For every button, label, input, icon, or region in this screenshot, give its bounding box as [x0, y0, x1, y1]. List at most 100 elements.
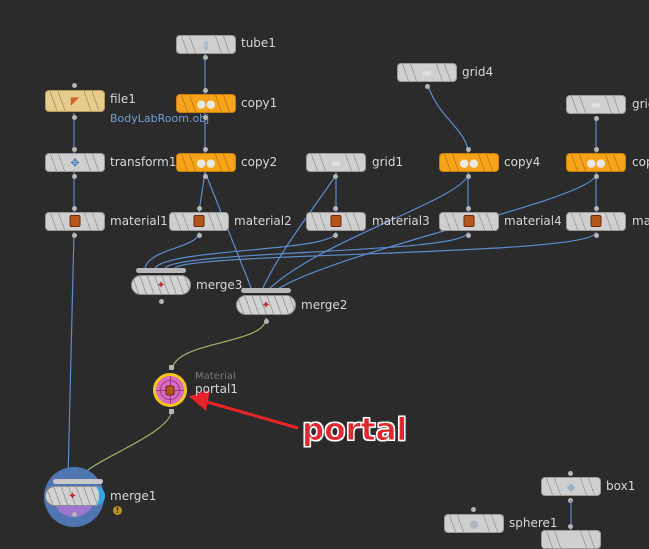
input-connector[interactable]	[471, 507, 476, 512]
copy-icon: ●●	[196, 156, 216, 169]
merge-input-bar[interactable]	[136, 268, 186, 273]
node-portal1[interactable]	[153, 373, 187, 407]
node-sphere1[interactable]: ●	[444, 514, 504, 533]
node-merge1[interactable]: ✦	[45, 486, 105, 506]
node-label: grid1	[372, 155, 404, 169]
node-label: transform1	[110, 155, 177, 169]
output-connector[interactable]	[203, 55, 208, 60]
output-connector[interactable]	[72, 233, 77, 238]
output-connector[interactable]	[72, 115, 77, 120]
node-material1[interactable]	[45, 212, 105, 231]
node-copy5[interactable]: ●●	[566, 153, 626, 172]
wire-material1-merge1	[67, 231, 75, 479]
input-connector[interactable]	[466, 206, 471, 211]
node-label: merge1	[110, 489, 157, 503]
transform-icon: ✥	[70, 156, 80, 169]
wire-grid4-copy4	[427, 85, 469, 155]
merge-input-bar[interactable]	[241, 288, 291, 293]
node-label: material4	[504, 214, 562, 228]
node-grid5[interactable]: ▬	[566, 95, 626, 114]
input-connector[interactable]	[203, 147, 208, 152]
node-grid4[interactable]: ▬	[397, 63, 457, 82]
output-connector[interactable]	[169, 409, 174, 414]
node-label: material2	[234, 214, 292, 228]
node-merge3[interactable]: ✦	[131, 275, 191, 295]
annotation-arrowhead	[188, 389, 210, 411]
node-material4[interactable]	[439, 212, 499, 231]
merge-icon: ✦	[261, 298, 271, 312]
network-wires	[67, 53, 597, 479]
box-icon: ◆	[566, 480, 576, 493]
node-label: cop	[632, 155, 649, 169]
sphere-icon: ●	[469, 517, 479, 530]
copy-icon: ●●	[196, 97, 216, 110]
wire-copy2-merge2	[204, 171, 253, 291]
input-connector[interactable]	[169, 365, 174, 370]
node-tube1[interactable]: ▮	[176, 35, 236, 54]
annotation-arrow	[199, 398, 299, 430]
output-connector[interactable]	[594, 174, 599, 179]
input-connector[interactable]	[568, 471, 573, 476]
node-material5[interactable]	[566, 212, 626, 231]
node-grid1[interactable]: ▬	[306, 153, 366, 172]
output-connector[interactable]	[264, 319, 269, 324]
output-connector[interactable]	[594, 116, 599, 121]
node-material3[interactable]	[306, 212, 366, 231]
output-connector[interactable]	[203, 115, 208, 120]
input-connector[interactable]	[466, 147, 471, 152]
output-connector[interactable]	[466, 174, 471, 179]
node-sublabel: BodyLabRoom.obj	[110, 112, 210, 125]
wire-material4-merge3	[164, 231, 469, 269]
node-file1[interactable]: ◤	[45, 90, 105, 112]
output-connector[interactable]	[594, 233, 599, 238]
material-icon	[165, 381, 175, 400]
input-connector[interactable]	[594, 206, 599, 211]
input-connector[interactable]	[72, 147, 77, 152]
node-label: sphere1	[509, 516, 558, 530]
output-connector[interactable]	[425, 84, 430, 89]
output-connector[interactable]	[197, 233, 202, 238]
copy-icon: ●●	[459, 156, 479, 169]
node-label: material3	[372, 214, 430, 228]
output-connector[interactable]	[159, 299, 164, 304]
node-transform1[interactable]: ✥	[45, 153, 105, 172]
node-offscreen[interactable]	[541, 530, 601, 549]
input-connector[interactable]	[72, 83, 77, 88]
wire-grid1-merge2	[261, 174, 337, 291]
node-label: copy4	[504, 155, 541, 169]
input-connector[interactable]	[72, 206, 77, 211]
node-material2[interactable]	[169, 212, 229, 231]
wire-material2-merge3	[144, 231, 200, 269]
node-label: tube1	[241, 36, 276, 50]
node-label: grid	[632, 97, 649, 111]
input-connector[interactable]	[197, 206, 202, 211]
node-label: ma	[632, 214, 649, 228]
node-label: box1	[606, 479, 636, 493]
node-label: portal1	[195, 382, 238, 396]
node-copy2[interactable]: ●●	[176, 153, 236, 172]
material-icon	[590, 214, 602, 229]
output-connector[interactable]	[333, 174, 338, 179]
node-box1[interactable]: ◆	[541, 477, 601, 496]
node-label: merge3	[196, 278, 243, 292]
wire-copy4-merge2	[267, 174, 469, 291]
wire-merge2-portal1	[171, 317, 267, 371]
input-connector[interactable]	[568, 524, 573, 529]
output-connector[interactable]	[203, 174, 208, 179]
warning-icon[interactable]: !	[113, 506, 122, 515]
output-connector[interactable]	[72, 512, 77, 517]
tube-icon: ▮	[202, 38, 210, 51]
output-connector[interactable]	[72, 174, 77, 179]
node-copy1[interactable]: ●●	[176, 94, 236, 113]
output-connector[interactable]	[466, 233, 471, 238]
input-connector[interactable]	[333, 206, 338, 211]
copy-icon: ●●	[586, 156, 606, 169]
input-connector[interactable]	[594, 147, 599, 152]
node-copy4[interactable]: ●●	[439, 153, 499, 172]
wire-portal1-merge1	[79, 409, 173, 479]
input-connector[interactable]	[203, 88, 208, 93]
output-connector[interactable]	[333, 233, 338, 238]
node-merge2[interactable]: ✦	[236, 295, 296, 315]
merge-input-bar[interactable]	[53, 479, 103, 484]
material-icon	[330, 214, 342, 229]
